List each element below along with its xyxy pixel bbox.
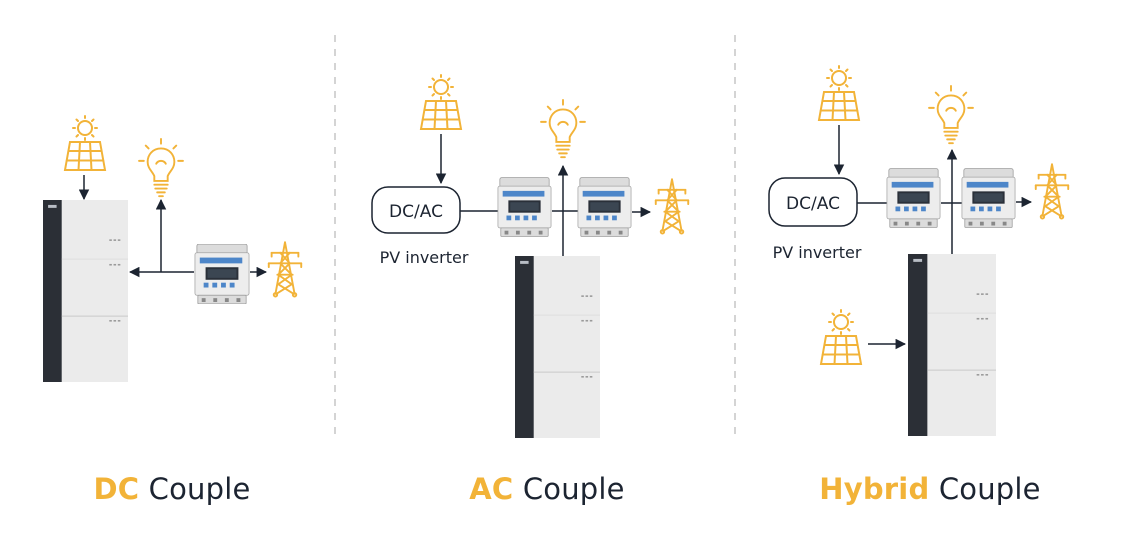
energy-meter-icon bbox=[194, 244, 250, 304]
energy-meter-icon bbox=[961, 168, 1016, 228]
inverter-box bbox=[768, 177, 858, 227]
inverter-label: DC/AC bbox=[389, 202, 443, 222]
battery-storage-icon bbox=[515, 256, 600, 438]
energy-meter-icon bbox=[577, 177, 632, 237]
light-bulb-icon bbox=[540, 98, 586, 159]
energy-meter-icon bbox=[497, 177, 552, 237]
dc-title-rest: Couple bbox=[148, 472, 251, 506]
inverter-box bbox=[371, 186, 461, 234]
hybrid-title-accent: Hybrid bbox=[819, 472, 930, 506]
hybrid-title-rest: Couple bbox=[938, 472, 1041, 506]
solar-panel-icon bbox=[64, 115, 106, 171]
ac-title-rest: Couple bbox=[522, 472, 625, 506]
solar-panel-icon bbox=[420, 74, 462, 130]
inverter-caption: PV inverter bbox=[773, 243, 862, 262]
solar-panel-icon bbox=[818, 65, 860, 121]
inverter-caption: PV inverter bbox=[380, 248, 469, 267]
ac-couple-title: AC Couple bbox=[397, 472, 697, 506]
power-pylon-icon bbox=[1034, 163, 1070, 220]
dc-title-accent: DC bbox=[93, 472, 140, 506]
solar-panel-icon bbox=[820, 309, 862, 365]
light-bulb-icon bbox=[138, 137, 184, 198]
power-pylon-icon bbox=[654, 178, 690, 235]
battery-storage-icon bbox=[43, 200, 128, 382]
hybrid-couple-title: Hybrid Couple bbox=[780, 472, 1080, 506]
ac-title-accent: AC bbox=[469, 472, 514, 506]
power-pylon-icon bbox=[267, 241, 303, 298]
dc-couple-diagram bbox=[43, 115, 303, 382]
light-bulb-icon bbox=[928, 84, 974, 145]
dc-couple-title: DC Couple bbox=[22, 472, 322, 506]
hybrid-couple-diagram: DC/AC PV inverter bbox=[768, 65, 1070, 436]
ac-couple-diagram: DC/AC PV inverter bbox=[371, 74, 690, 438]
battery-storage-icon bbox=[908, 254, 996, 436]
energy-meter-icon bbox=[886, 168, 941, 228]
inverter-label: DC/AC bbox=[786, 194, 840, 214]
